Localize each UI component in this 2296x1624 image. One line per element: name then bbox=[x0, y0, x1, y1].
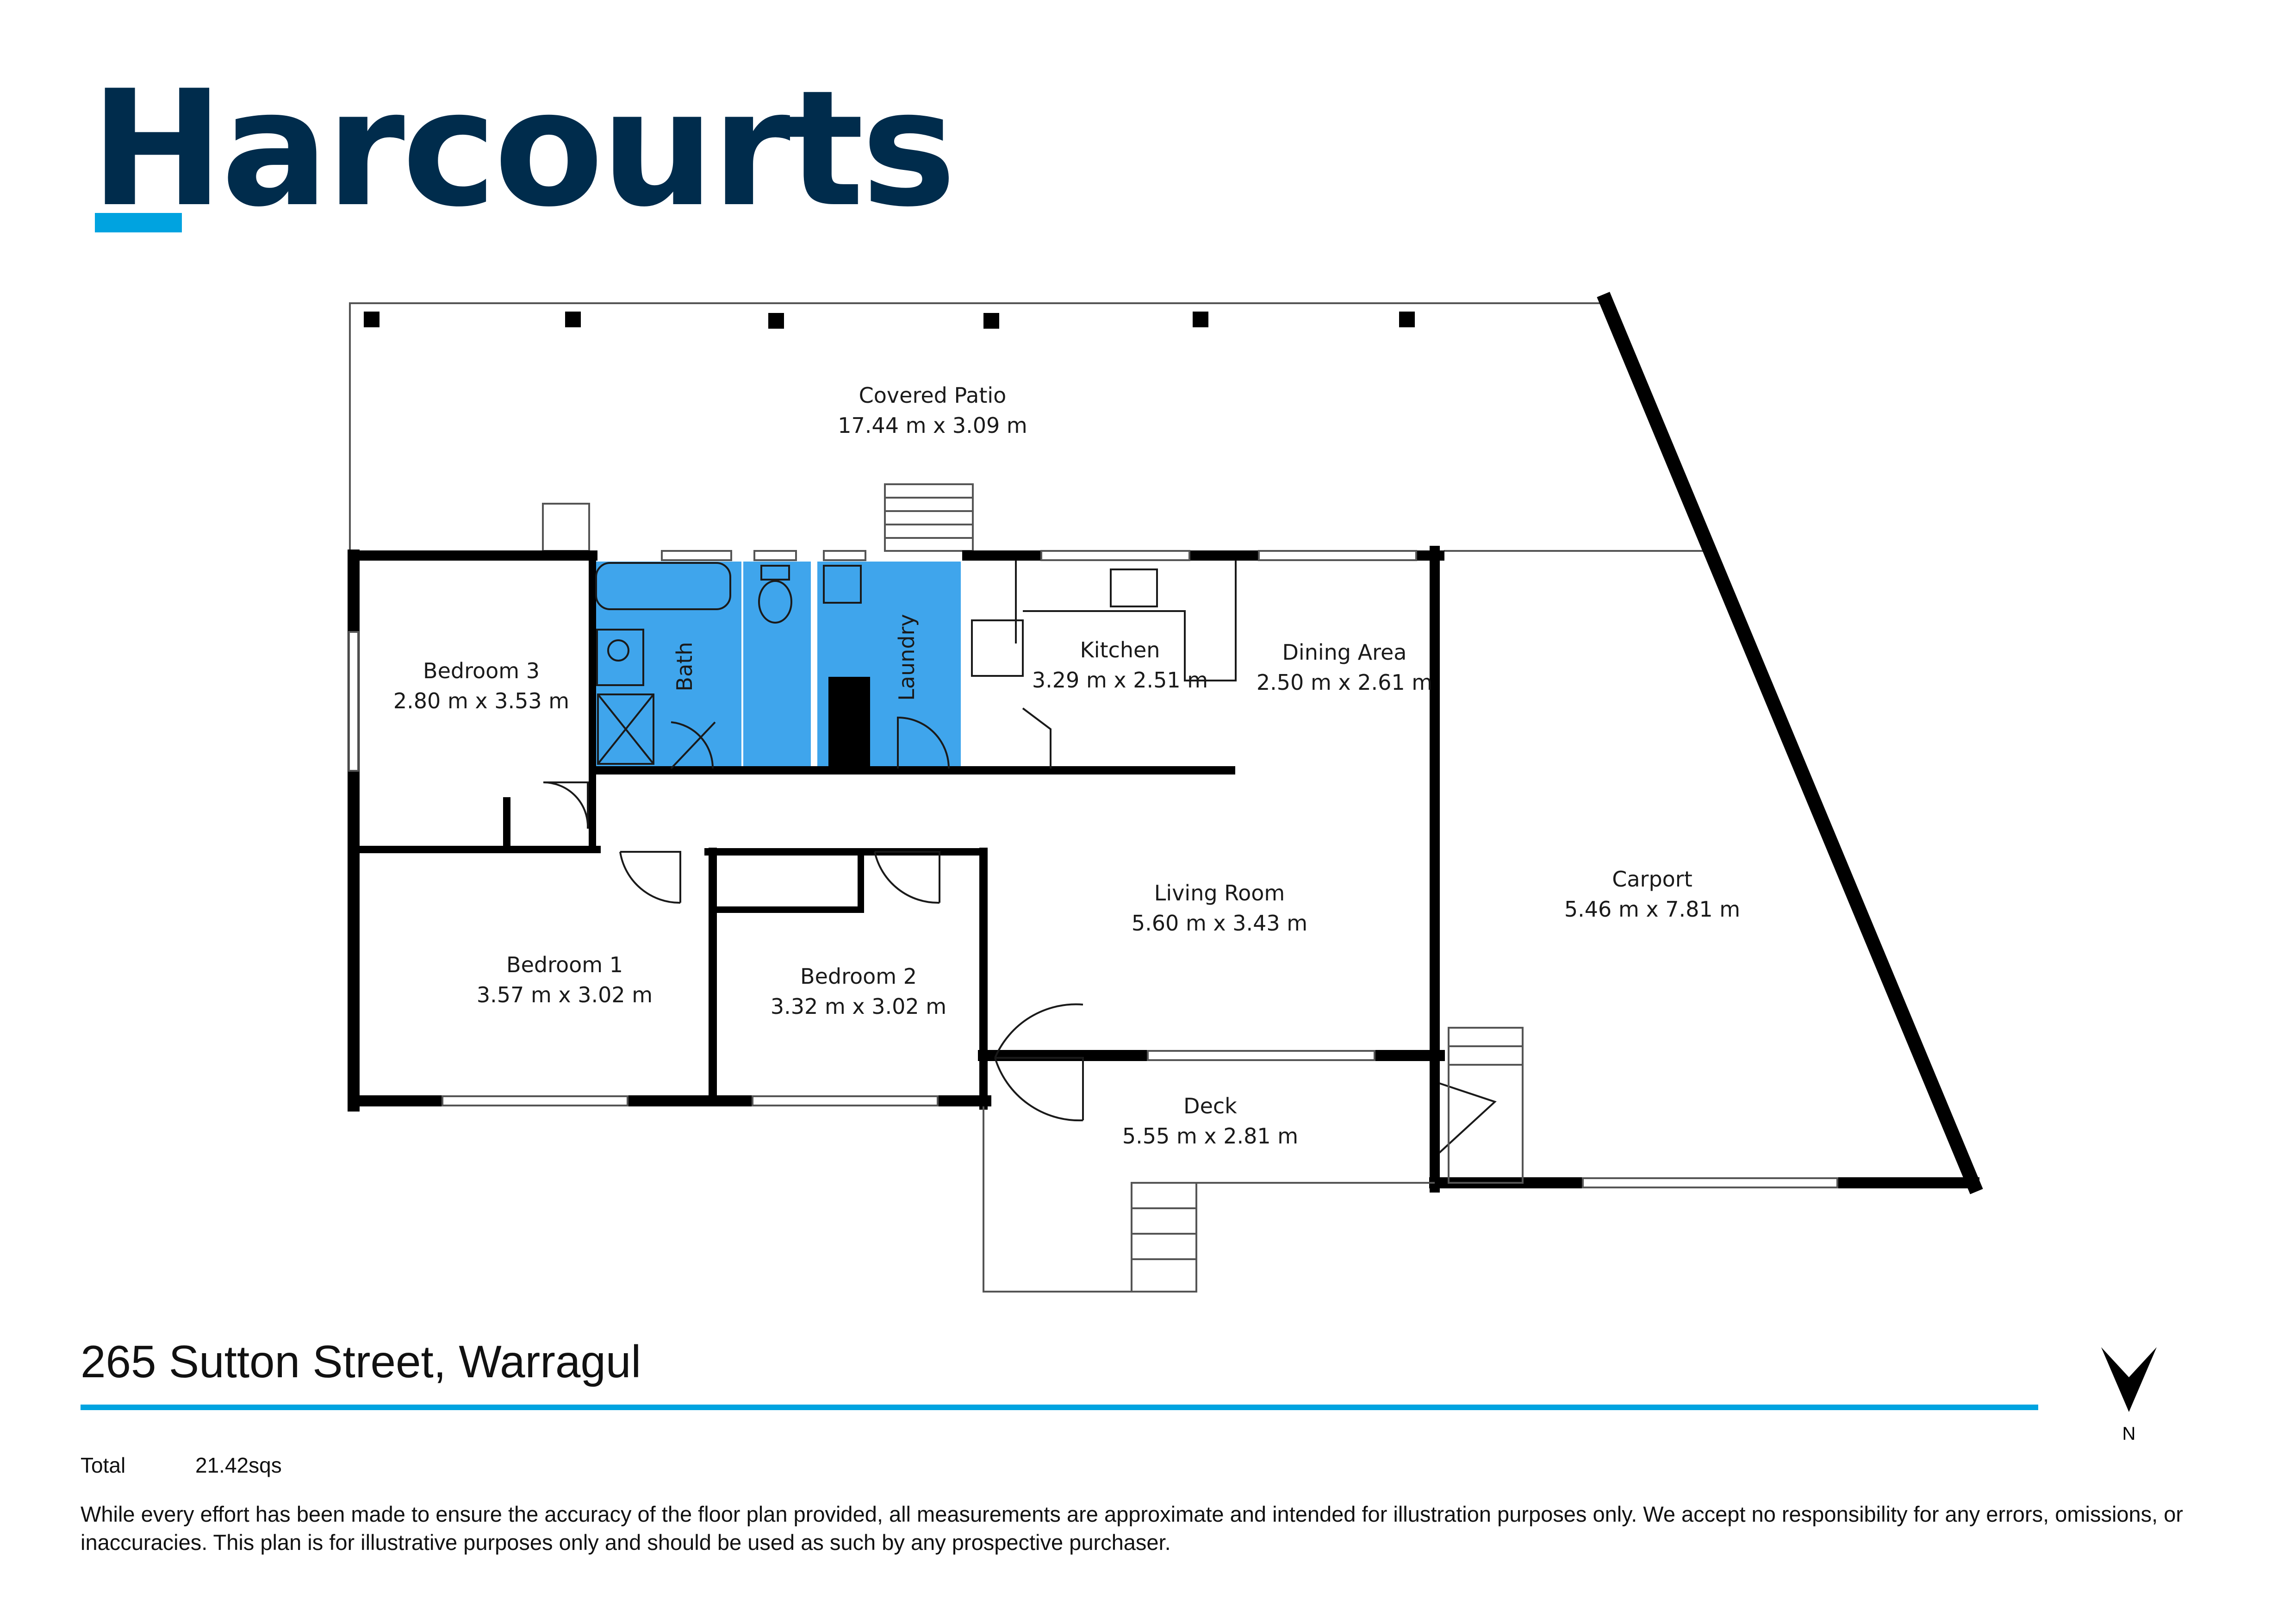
property-address: 265 Sutton Street, Warragul bbox=[81, 1336, 641, 1387]
room-name: Laundry bbox=[894, 614, 919, 700]
room-bedroom-2: Bedroom 2 3.32 m x 3.02 m bbox=[771, 964, 946, 1019]
room-dimensions: 5.60 m x 3.43 m bbox=[1132, 911, 1307, 936]
room-name: Carport bbox=[1612, 867, 1692, 892]
room-dimensions: 5.46 m x 7.81 m bbox=[1564, 897, 1740, 922]
room-dining-area: Dining Area 2.50 m x 2.61 m bbox=[1257, 640, 1432, 695]
room-dimensions: 5.55 m x 2.81 m bbox=[1122, 1124, 1298, 1149]
patio-outline bbox=[349, 302, 1710, 552]
compass-label: N bbox=[2122, 1424, 2136, 1444]
fixtures bbox=[595, 560, 1237, 768]
address-rule bbox=[81, 1405, 2038, 1410]
room-name: Living Room bbox=[1154, 881, 1285, 906]
room-deck: Deck 5.55 m x 2.81 m bbox=[1122, 1093, 1298, 1149]
harcourts-logo: Harcourts bbox=[90, 56, 956, 242]
room-name: Deck bbox=[1183, 1093, 1237, 1118]
room-name: Bedroom 3 bbox=[423, 658, 540, 683]
room-dimensions: 3.29 m x 2.51 m bbox=[1032, 668, 1208, 693]
room-dimensions: 3.57 m x 3.02 m bbox=[477, 982, 653, 1007]
patio-posts bbox=[364, 312, 1415, 329]
disclaimer: While every effort has been made to ensu… bbox=[81, 1502, 2184, 1555]
room-name: Dining Area bbox=[1282, 640, 1407, 665]
room-laundry: Laundry bbox=[894, 614, 919, 700]
room-dimensions: 3.32 m x 3.02 m bbox=[771, 994, 946, 1019]
room-dimensions: 2.50 m x 2.61 m bbox=[1257, 670, 1432, 695]
room-bedroom-1: Bedroom 1 3.57 m x 3.02 m bbox=[477, 952, 653, 1007]
logo-underline bbox=[95, 213, 182, 232]
room-name: Covered Patio bbox=[859, 383, 1007, 408]
room-name: Bedroom 2 bbox=[800, 964, 917, 989]
room-name: Bedroom 1 bbox=[506, 952, 623, 977]
room-dimensions: 2.80 m x 3.53 m bbox=[393, 688, 569, 713]
total-value: 21.42sqs bbox=[195, 1453, 282, 1477]
room-living-room: Living Room 5.60 m x 3.43 m bbox=[1132, 881, 1307, 936]
room-bedroom-3: Bedroom 3 2.80 m x 3.53 m bbox=[393, 658, 569, 713]
deck-outline bbox=[983, 1027, 1524, 1293]
total-label: Total bbox=[81, 1453, 126, 1477]
laundry-cabinet bbox=[828, 677, 870, 769]
room-dimensions: 17.44 m x 3.09 m bbox=[838, 413, 1027, 438]
room-name: Kitchen bbox=[1080, 637, 1160, 662]
room-bath: Bath bbox=[672, 642, 697, 692]
windows bbox=[348, 550, 1838, 1188]
room-name: Bath bbox=[672, 642, 697, 692]
north-arrow-icon: N bbox=[2101, 1347, 2157, 1444]
room-covered-patio: Covered Patio 17.44 m x 3.09 m bbox=[838, 383, 1027, 438]
room-kitchen: Kitchen 3.29 m x 2.51 m bbox=[1032, 637, 1208, 693]
door-swings bbox=[543, 716, 1497, 1154]
room-carport: Carport 5.46 m x 7.81 m bbox=[1564, 867, 1740, 922]
patio-steps bbox=[542, 483, 974, 552]
